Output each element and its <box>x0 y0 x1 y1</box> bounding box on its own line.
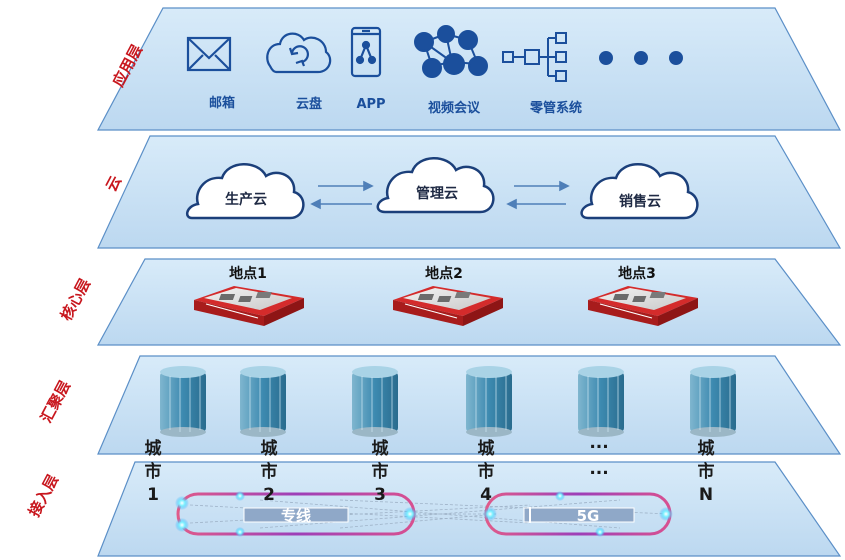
building-6 <box>690 366 736 437</box>
link-label-5g: 5G <box>577 507 600 525</box>
building-1 <box>160 366 206 437</box>
city-label-n: 城 市 N <box>698 439 715 505</box>
city-4-char-3: 4 <box>480 485 492 505</box>
cloud-management: 管理云 <box>376 157 495 214</box>
city-label-1: 城 市 1 <box>145 439 162 505</box>
app-label-cloud-drive: 云盘 <box>296 96 322 112</box>
city-labels: 城 市 1 城 市 2 城 市 3 城 市 4 ... ... 城 市 N <box>145 433 715 505</box>
access-layer: 专线 5G <box>175 491 673 537</box>
city-2-char-3: 2 <box>263 485 275 505</box>
city-n-char-2: 市 <box>698 461 715 482</box>
city-1-char-1: 城 <box>145 439 162 459</box>
org-tree-icon <box>502 32 567 82</box>
city-4-char-2: 市 <box>478 461 495 482</box>
city-2-char-1: 城 <box>261 439 278 459</box>
plane-access <box>97 461 842 557</box>
layer-label-cloud: 云 <box>102 173 125 195</box>
cloud-sync-icon <box>266 32 332 74</box>
app-label-video-conference: 视频会议 <box>428 100 481 116</box>
cloud-label-production: 生产云 <box>225 191 267 208</box>
video-conference-icon <box>414 25 488 78</box>
core-router-1 <box>194 286 304 326</box>
app-label-mail: 邮箱 <box>209 95 235 111</box>
city-1-char-3: 1 <box>147 485 159 505</box>
mail-icon <box>186 36 232 72</box>
city-n-char-3: N <box>699 485 713 505</box>
city-1-char-2: 市 <box>145 461 162 482</box>
core-router-3 <box>588 286 698 326</box>
app-label-zero-management: 零管系统 <box>529 100 582 116</box>
cloud-arrows <box>310 180 570 210</box>
city-label-ellipsis: ... ... <box>589 433 608 479</box>
core-layer: 地点1 地点2 地点3 <box>194 265 698 326</box>
cloud-layer: 生产云 管理云 销售云 <box>185 157 699 220</box>
building-5 <box>578 366 624 437</box>
city-3-char-2: 市 <box>372 461 389 482</box>
cloud-label-management: 管理云 <box>416 185 458 202</box>
aggregation-layer <box>160 366 736 437</box>
cloud-sales: 销售云 <box>580 163 699 220</box>
city-n-char-1: 城 <box>698 439 715 459</box>
city-label-2: 城 市 2 <box>261 439 278 505</box>
application-icons <box>186 25 683 82</box>
layer-label-aggregation: 汇聚层 <box>37 378 74 426</box>
city-4-char-1: 城 <box>478 439 495 459</box>
layer-label-core: 核心层 <box>57 276 94 324</box>
app-label-app: APP <box>356 97 385 112</box>
city-3-char-1: 城 <box>372 439 389 459</box>
city-ellipsis-2: ... <box>589 459 608 479</box>
application-labels: 邮箱 云盘 APP 视频会议 零管系统 <box>209 95 582 116</box>
dedicated-line-ring: 专线 <box>175 491 417 537</box>
cloud-label-sales: 销售云 <box>619 193 661 210</box>
city-3-char-3: 3 <box>374 485 386 505</box>
site-label-3: 地点3 <box>618 265 656 282</box>
mobile-app-icon <box>350 26 382 78</box>
building-3 <box>352 366 398 437</box>
building-2 <box>240 366 286 437</box>
city-label-3: 城 市 3 <box>372 439 389 505</box>
building-4 <box>466 366 512 437</box>
city-2-char-2: 市 <box>261 461 278 482</box>
layer-label-access: 接入层 <box>25 472 62 520</box>
core-router-2 <box>393 286 503 326</box>
city-ellipsis-1: ... <box>589 433 608 453</box>
site-label-2: 地点2 <box>425 265 463 282</box>
city-label-4: 城 市 4 <box>478 439 495 505</box>
ellipsis-icon <box>599 51 683 65</box>
5g-ring: 5G <box>483 491 673 537</box>
layer-planes <box>96 7 842 557</box>
site-label-1: 地点1 <box>229 265 267 282</box>
link-label-dedicated: 专线 <box>281 507 311 525</box>
cloud-production: 生产云 <box>185 163 305 220</box>
